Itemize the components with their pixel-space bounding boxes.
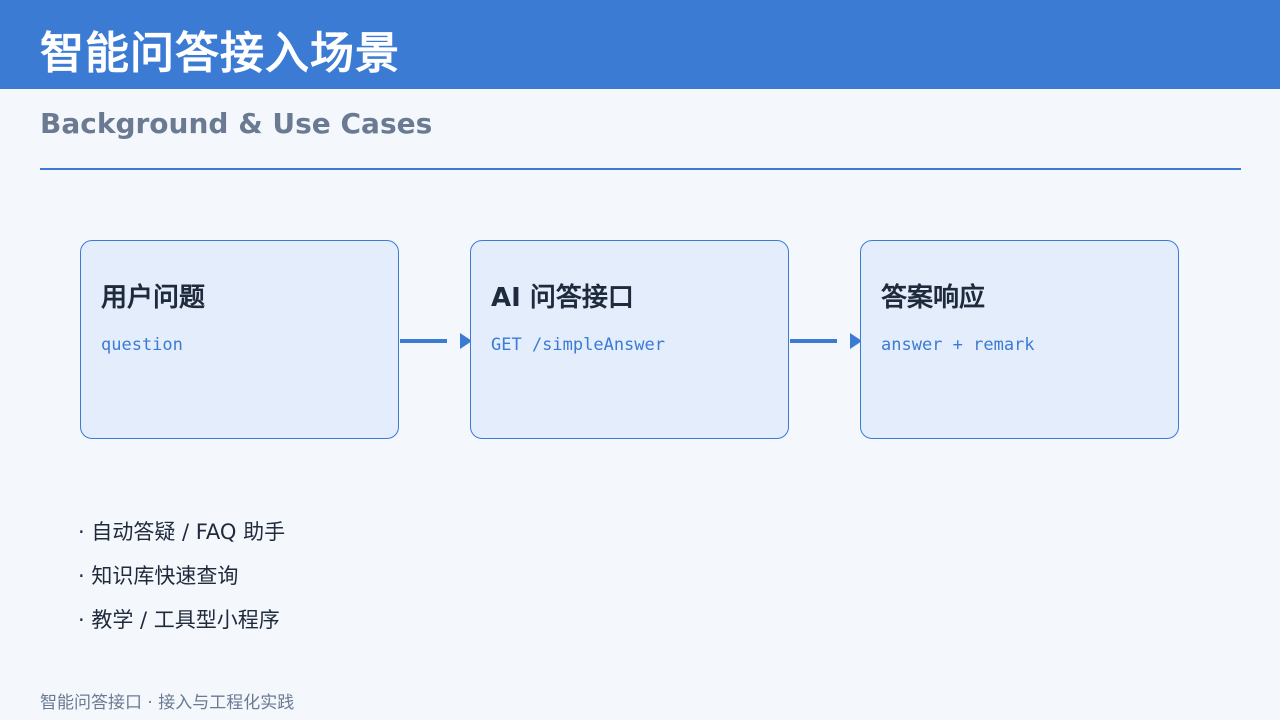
list-item: · 自动答疑 / FAQ 助手 (78, 520, 286, 544)
page-subtitle: Background & Use Cases (40, 107, 433, 140)
flow-box-title: 用户问题 (101, 283, 206, 313)
flow-box-title: 答案响应 (881, 283, 986, 313)
flow-box-ai-api: AI 问答接口 GET /simpleAnswer (470, 240, 789, 439)
page-title: 智能问答接入场景 (40, 28, 400, 79)
use-case-list: · 自动答疑 / FAQ 助手 · 知识库快速查询 · 教学 / 工具型小程序 (78, 510, 285, 642)
flow-box-code: answer + remark (881, 335, 1035, 355)
list-item: · 知识库快速查询 (78, 564, 239, 588)
list-item: · 教学 / 工具型小程序 (78, 608, 280, 632)
flow-box-title: AI 问答接口 (491, 283, 634, 313)
flow-box-code: question (101, 335, 183, 355)
flow-box-user-question: 用户问题 question (80, 240, 399, 439)
footer-caption: 智能问答接口 · 接入与工程化实践 (40, 693, 295, 713)
flow-arrow-icon (790, 333, 860, 349)
header-bar: 智能问答接入场景 (0, 0, 1280, 89)
flow-box-code: GET /simpleAnswer (491, 335, 665, 355)
flow-box-answer-response: 答案响应 answer + remark (860, 240, 1179, 439)
divider (40, 168, 1241, 170)
flow-arrow-icon (400, 333, 470, 349)
